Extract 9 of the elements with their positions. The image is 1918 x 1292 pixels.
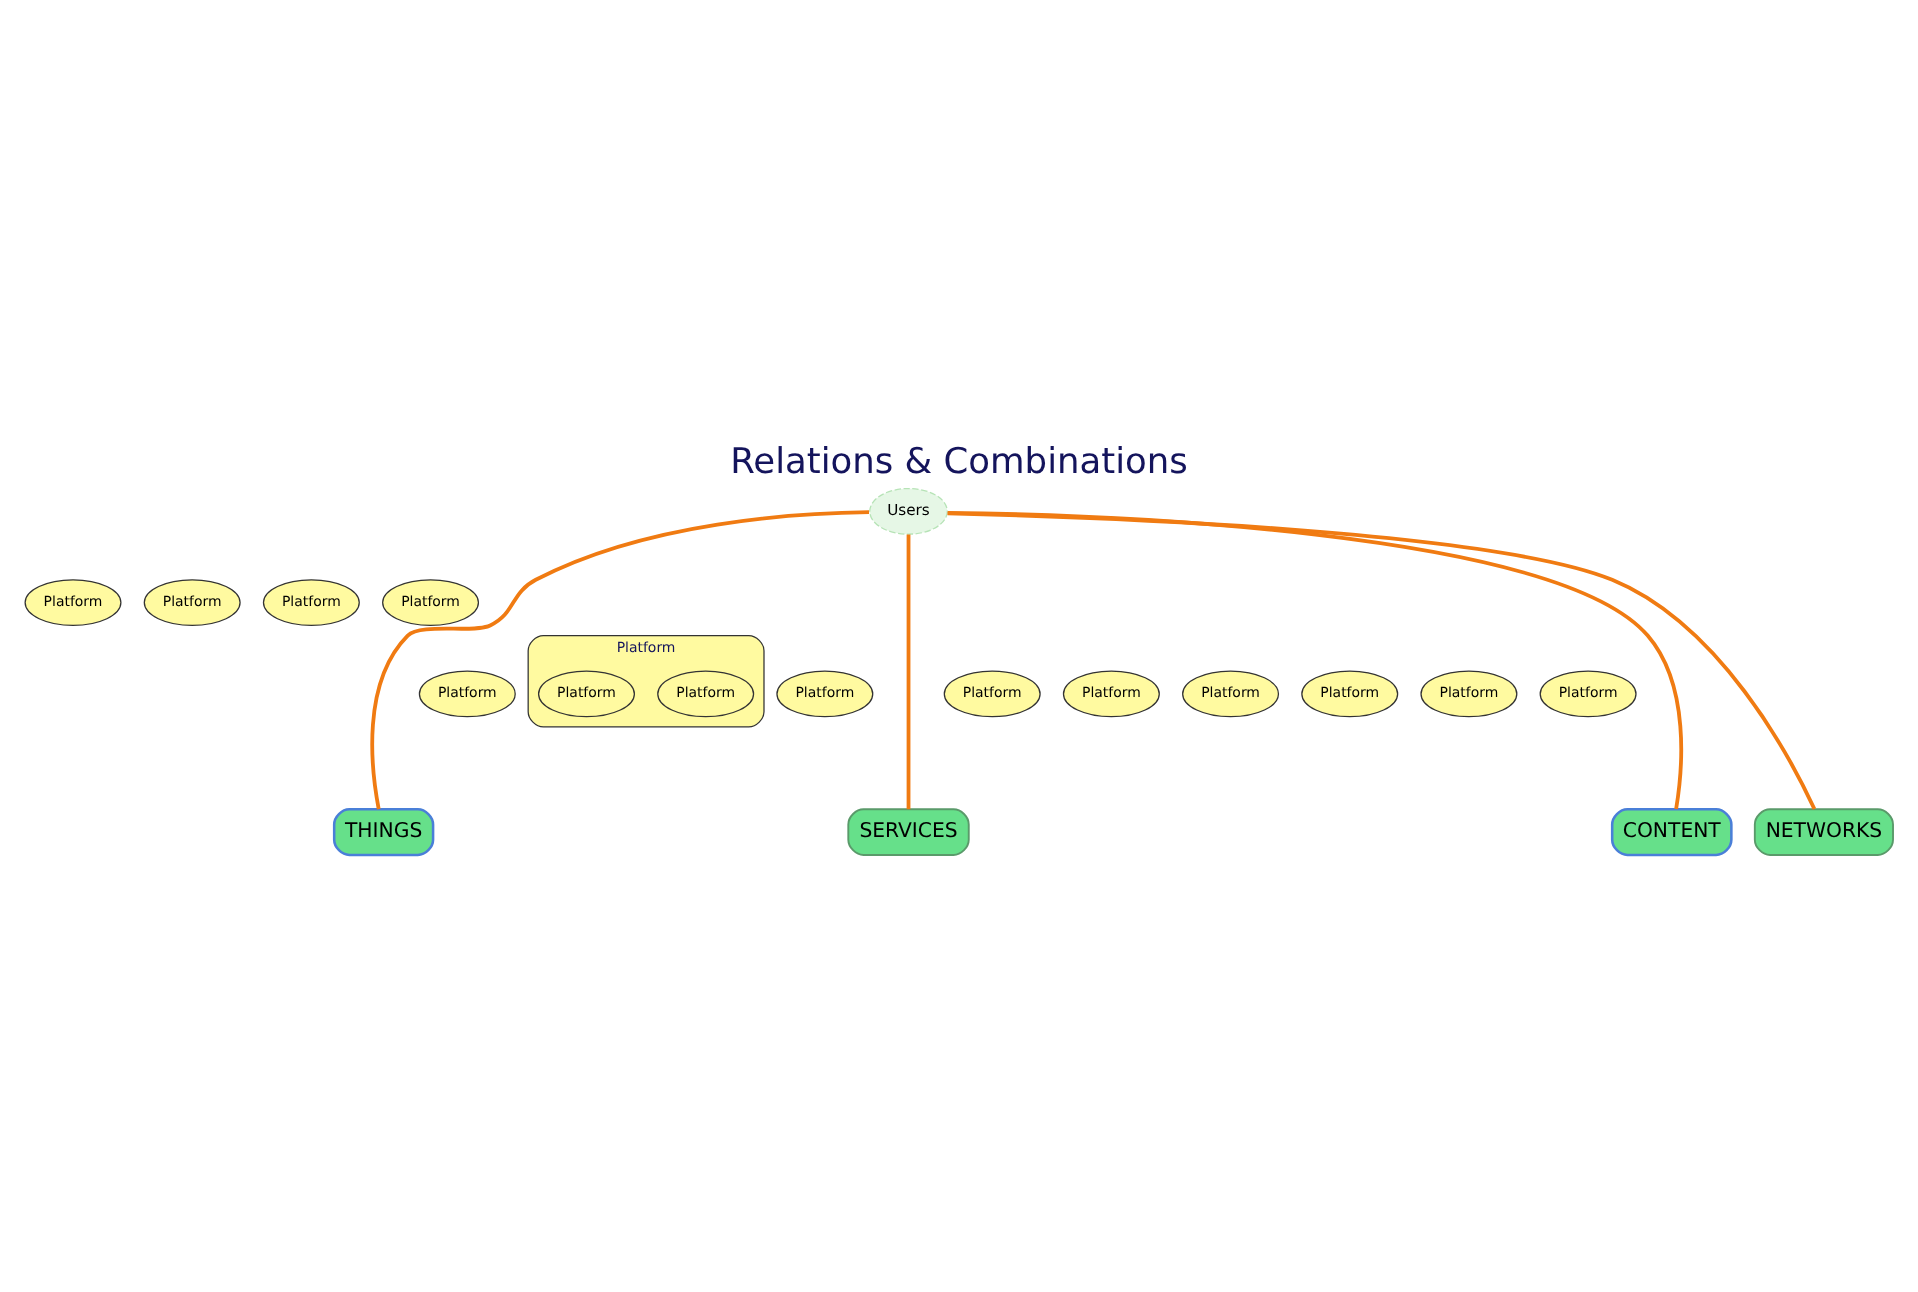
connector	[947, 509, 1684, 809]
connector	[370, 509, 870, 809]
node-box: NETWORKS	[1753, 807, 1894, 855]
node-box: THINGS	[332, 807, 435, 856]
connector	[947, 510, 1817, 809]
connector	[906, 533, 911, 809]
node-box: CONTENT	[1610, 807, 1733, 856]
node-box: SERVICES	[847, 807, 970, 855]
diagram-title: Relations & Combinations	[730, 441, 1188, 482]
